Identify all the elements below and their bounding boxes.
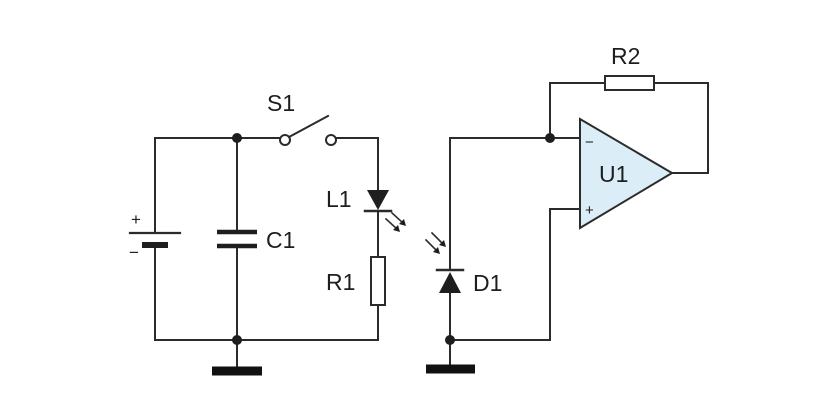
- led-l1: L1: [326, 186, 406, 232]
- battery-negative-sign: −: [129, 243, 139, 262]
- switch-label: S1: [267, 90, 295, 116]
- photodiode-d1: D1: [424, 231, 502, 296]
- resistor-r1: R1: [326, 256, 386, 306]
- resistor-r2-label: R2: [611, 43, 640, 69]
- left-circuit-wires: [154, 137, 379, 371]
- incoming-light-arrows-icon: [424, 231, 446, 254]
- right-junctions: [445, 133, 555, 345]
- capacitor-c1: C1: [217, 227, 295, 253]
- opamp-label: U1: [599, 161, 628, 187]
- resistor-r2: R2: [604, 43, 655, 91]
- light-emission-arrows-icon: [384, 211, 406, 232]
- battery-positive-sign: +: [131, 210, 141, 229]
- resistor-r1-label: R1: [326, 269, 355, 295]
- left-junctions: [232, 133, 242, 345]
- switch-s1: S1: [267, 90, 337, 146]
- battery: + −: [128, 210, 182, 262]
- opamp-noninverting-sign: +: [585, 202, 594, 219]
- capacitor-label: C1: [266, 227, 295, 253]
- right-circuit-wires: [449, 82, 709, 369]
- opamp-body: [579, 117, 674, 230]
- led-label: L1: [326, 186, 352, 212]
- opamp-u1: − + U1: [579, 117, 674, 230]
- opamp-inverting-sign: −: [585, 134, 594, 151]
- photodiode-label: D1: [473, 270, 502, 296]
